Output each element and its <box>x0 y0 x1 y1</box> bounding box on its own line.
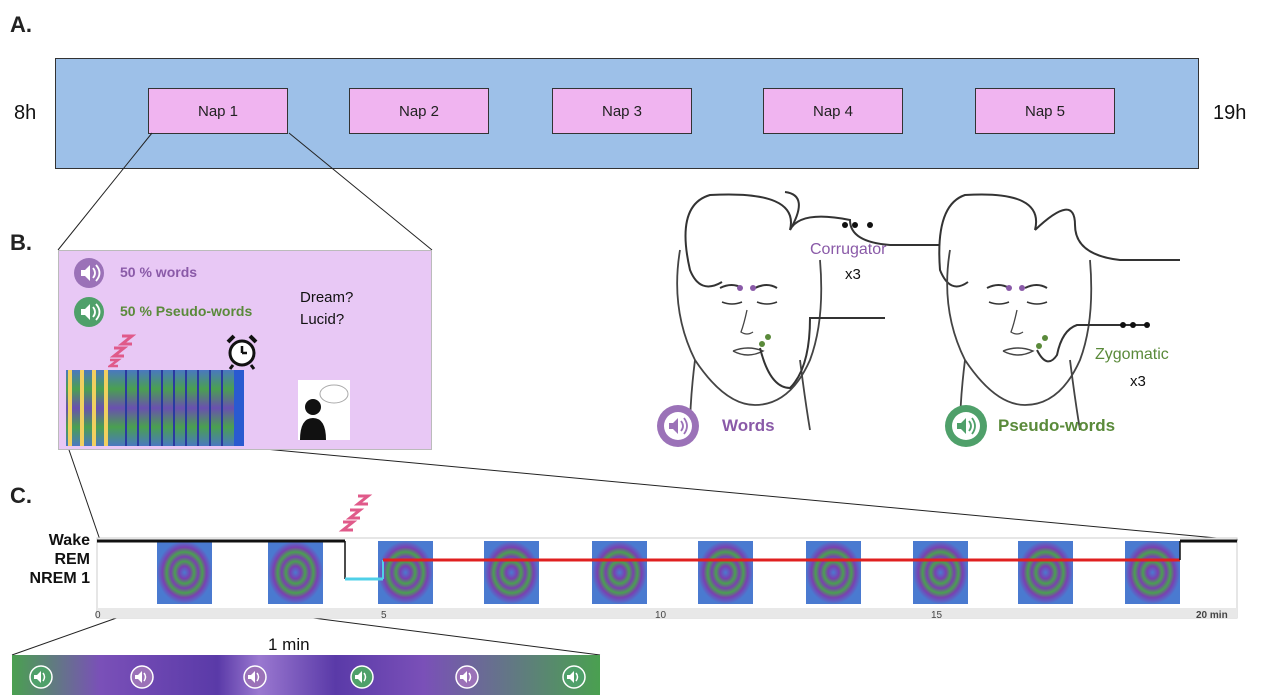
panel-b-label: B. <box>10 230 32 255</box>
stimulus-icons <box>29 665 586 689</box>
face-words <box>676 191 940 431</box>
person-icon <box>300 384 349 440</box>
speaker-icon <box>243 665 267 689</box>
nap-2: Nap 2 <box>349 88 489 134</box>
stage-wake: Wake <box>48 532 90 549</box>
zygomatic-label: Zygomatic <box>1095 346 1169 363</box>
corrugator-count: x3 <box>845 266 861 283</box>
pseudo-words-legend: 50 % Pseudo-words <box>120 303 253 319</box>
speaker-icon <box>350 665 374 689</box>
tick-10: 10 <box>655 610 667 621</box>
tick-5: 5 <box>381 610 387 621</box>
nap-3: Nap 3 <box>552 88 692 134</box>
zygomatic-count: x3 <box>1130 373 1146 390</box>
speaker-icon <box>74 258 104 288</box>
start-hour: 8h <box>14 102 37 124</box>
one-minute-strip <box>12 655 600 695</box>
speaker-icon <box>29 665 53 689</box>
face-pseudo-words <box>938 193 1180 431</box>
stage-nrem1: NREM 1 <box>29 570 90 587</box>
stimulation-blocks <box>157 541 1180 604</box>
speaker-icon <box>74 297 104 327</box>
one-minute-label: 1 min <box>268 635 310 654</box>
hypnogram <box>96 494 1238 619</box>
tick-20: 20 min <box>1196 610 1228 621</box>
stimulation-sequence <box>66 370 244 446</box>
pseudo-words-label: Pseudo-words <box>998 416 1116 435</box>
words-label: Words <box>722 416 775 435</box>
words-legend: 50 % words <box>120 264 198 280</box>
lucid-question: Lucid? <box>300 311 345 328</box>
speaker-icon <box>455 665 479 689</box>
speaker-icon <box>562 665 586 689</box>
dream-report-image <box>298 380 350 440</box>
tick-15: 15 <box>931 610 943 621</box>
sleep-zzz-icon <box>108 334 137 368</box>
nap-5: Nap 5 <box>975 88 1115 134</box>
tick-0: 0 <box>95 610 101 621</box>
panel-a-label: A. <box>10 12 32 37</box>
speaker-icon <box>130 665 154 689</box>
end-hour: 19h <box>1213 102 1247 124</box>
stage-rem: REM <box>54 551 90 568</box>
panel-c-label: C. <box>10 483 32 508</box>
speaker-icon <box>945 405 987 447</box>
dream-question: Dream? <box>300 289 354 306</box>
nap-4: Nap 4 <box>763 88 903 134</box>
nap-1: Nap 1 <box>148 88 288 134</box>
alarm-clock-icon <box>226 334 258 370</box>
corrugator-label: Corrugator <box>810 241 887 258</box>
speaker-icon <box>657 405 699 447</box>
